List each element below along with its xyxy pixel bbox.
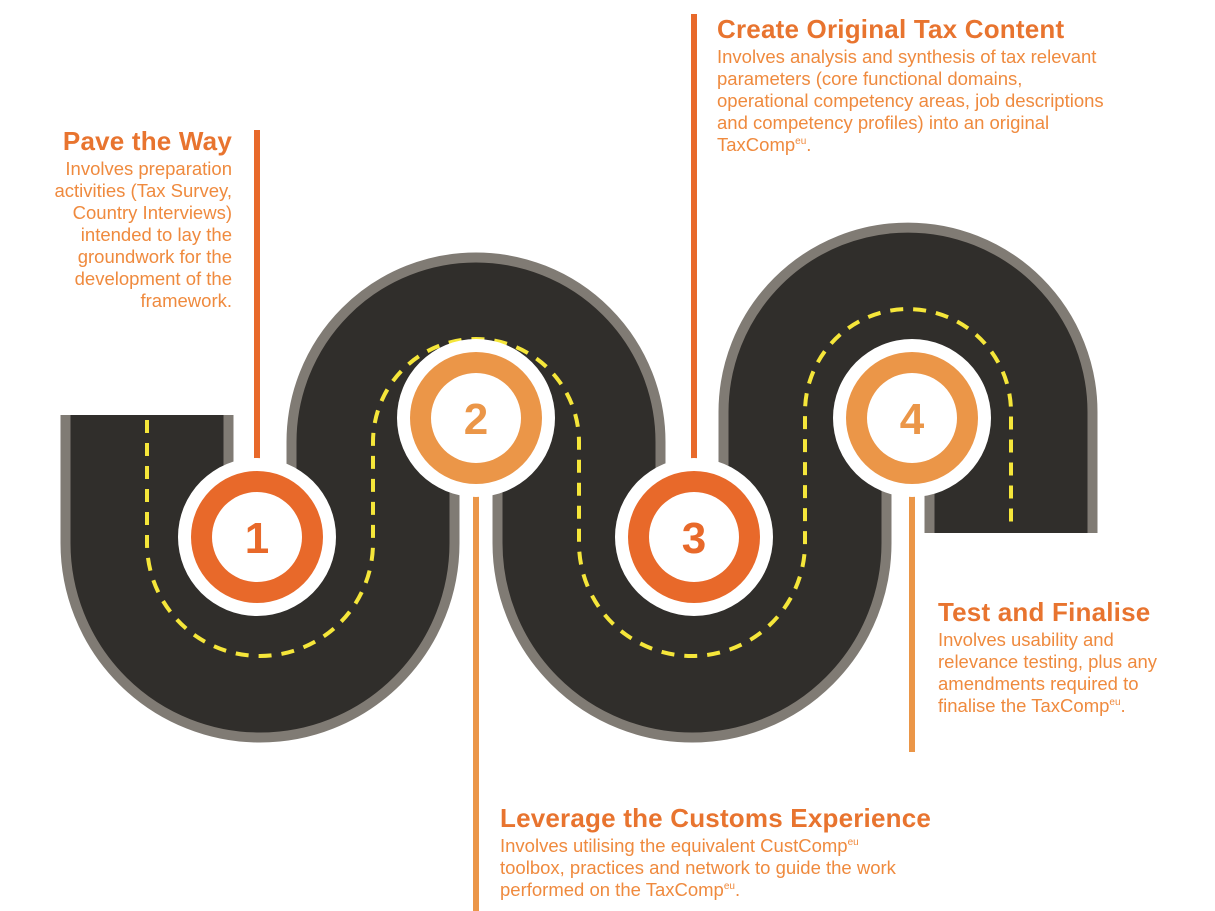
step-1-line: activities (Tax Survey, (54, 180, 232, 201)
marker-2: 2 (397, 339, 555, 497)
road-centre-dashes (145, 307, 1013, 658)
eu-superscript: eu (723, 881, 735, 892)
step-3-line: Involves analysis and synthesis of tax r… (717, 46, 1097, 67)
step-1-line: Country Interviews) (72, 202, 232, 223)
step-2-line: performed on the TaxCompeu. (500, 879, 741, 900)
step-4-text: Test and Finalise Involves usability and… (938, 597, 1157, 717)
marker-number-3: 3 (682, 514, 706, 563)
marker-1: 1 (178, 458, 336, 616)
step-2-description: Involves utilising the equivalent CustCo… (500, 835, 931, 901)
step-1-line: intended to lay the (80, 224, 232, 245)
eu-superscript: eu (847, 837, 859, 848)
step-1-description: Involves preparation activities (Tax Sur… (54, 158, 232, 312)
step-1-line: groundwork for the (77, 246, 232, 267)
step-1-text: Pave the Way Involves preparation activi… (54, 126, 232, 312)
marker-number-4: 4 (900, 395, 925, 444)
step-4-line: relevance testing, plus any (938, 651, 1158, 672)
step-4-line: Involves usability and (938, 629, 1114, 650)
step-1-title: Pave the Way (62, 126, 232, 156)
step-4-title: Test and Finalise (938, 597, 1151, 627)
step-2-title: Leverage the Customs Experience (500, 803, 932, 833)
marker-4: 4 (833, 339, 991, 497)
step-4-line: finalise the TaxCompeu. (938, 695, 1126, 716)
step-3-description: Involves analysis and synthesis of tax r… (717, 46, 1104, 156)
eu-superscript: eu (795, 136, 807, 147)
step-3-line: parameters (core functional domains, (717, 68, 1023, 89)
step-4-description: Involves usability and relevance testing… (938, 629, 1157, 717)
marker-number-2: 2 (464, 395, 488, 444)
marker-3: 3 (615, 458, 773, 616)
marker-number-1: 1 (245, 514, 269, 563)
step-1-line: framework. (140, 290, 233, 311)
step-3-text: Create Original Tax Content Involves ana… (717, 14, 1104, 156)
step-2-text: Leverage the Customs Experience Involves… (500, 803, 931, 901)
step-3-line: operational competency areas, job descri… (717, 90, 1104, 111)
step-2-line: toolbox, practices and network to guide … (500, 857, 896, 878)
step-1-line: Involves preparation (65, 158, 232, 179)
step-1-line: development of the (74, 268, 232, 289)
step-2-line: Involves utilising the equivalent CustCo… (500, 835, 859, 856)
step-4-line: amendments required to (938, 673, 1139, 694)
eu-superscript: eu (1109, 697, 1121, 708)
step-3-line: TaxCompeu. (717, 134, 812, 155)
step-3-title: Create Original Tax Content (717, 14, 1065, 44)
step-3-line: and competency profiles) into an origina… (717, 112, 1050, 133)
